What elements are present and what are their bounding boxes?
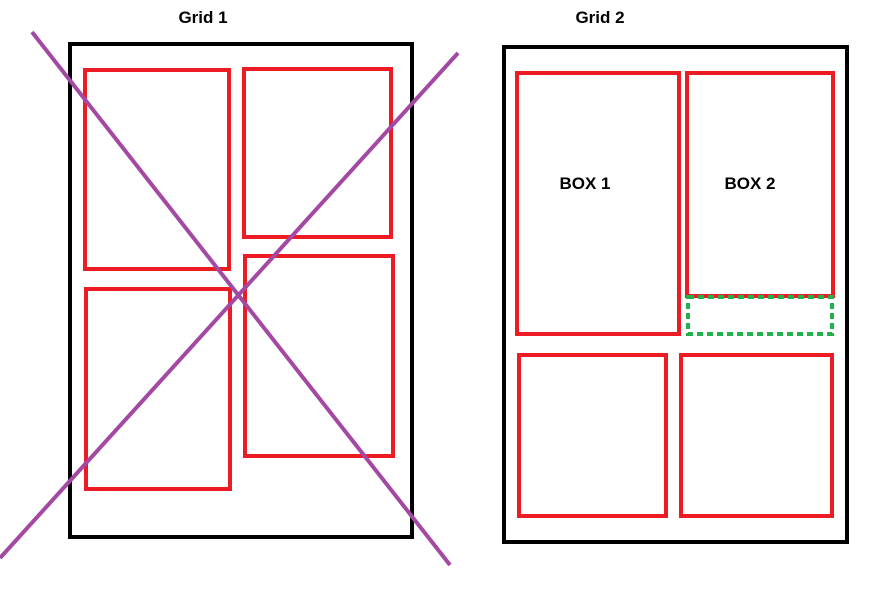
grid1-frame — [68, 42, 414, 539]
grid2-title: Grid 2 — [575, 8, 624, 27]
grid2: BOX 1 BOX 2 — [502, 45, 849, 544]
grid1-title: Grid 1 — [178, 8, 227, 27]
grid1-box-top-right — [242, 67, 393, 239]
grid1 — [0, 30, 460, 567]
box2-label: BOX 2 — [724, 174, 775, 193]
cross-out-line — [0, 51, 460, 560]
grid2-frame — [502, 45, 849, 544]
grid2-box1 — [515, 71, 681, 336]
box1-label: BOX 1 — [559, 174, 610, 193]
grid1-box-top-left — [83, 68, 231, 271]
grid1-box-bottom-right — [243, 254, 395, 458]
grid2-gap-area — [686, 295, 834, 336]
grid1-box-bottom-left — [84, 287, 232, 491]
grid2-box-bottom-right — [679, 353, 834, 518]
grid2-box-bottom-left — [517, 353, 668, 518]
cross-out-line — [30, 30, 452, 567]
